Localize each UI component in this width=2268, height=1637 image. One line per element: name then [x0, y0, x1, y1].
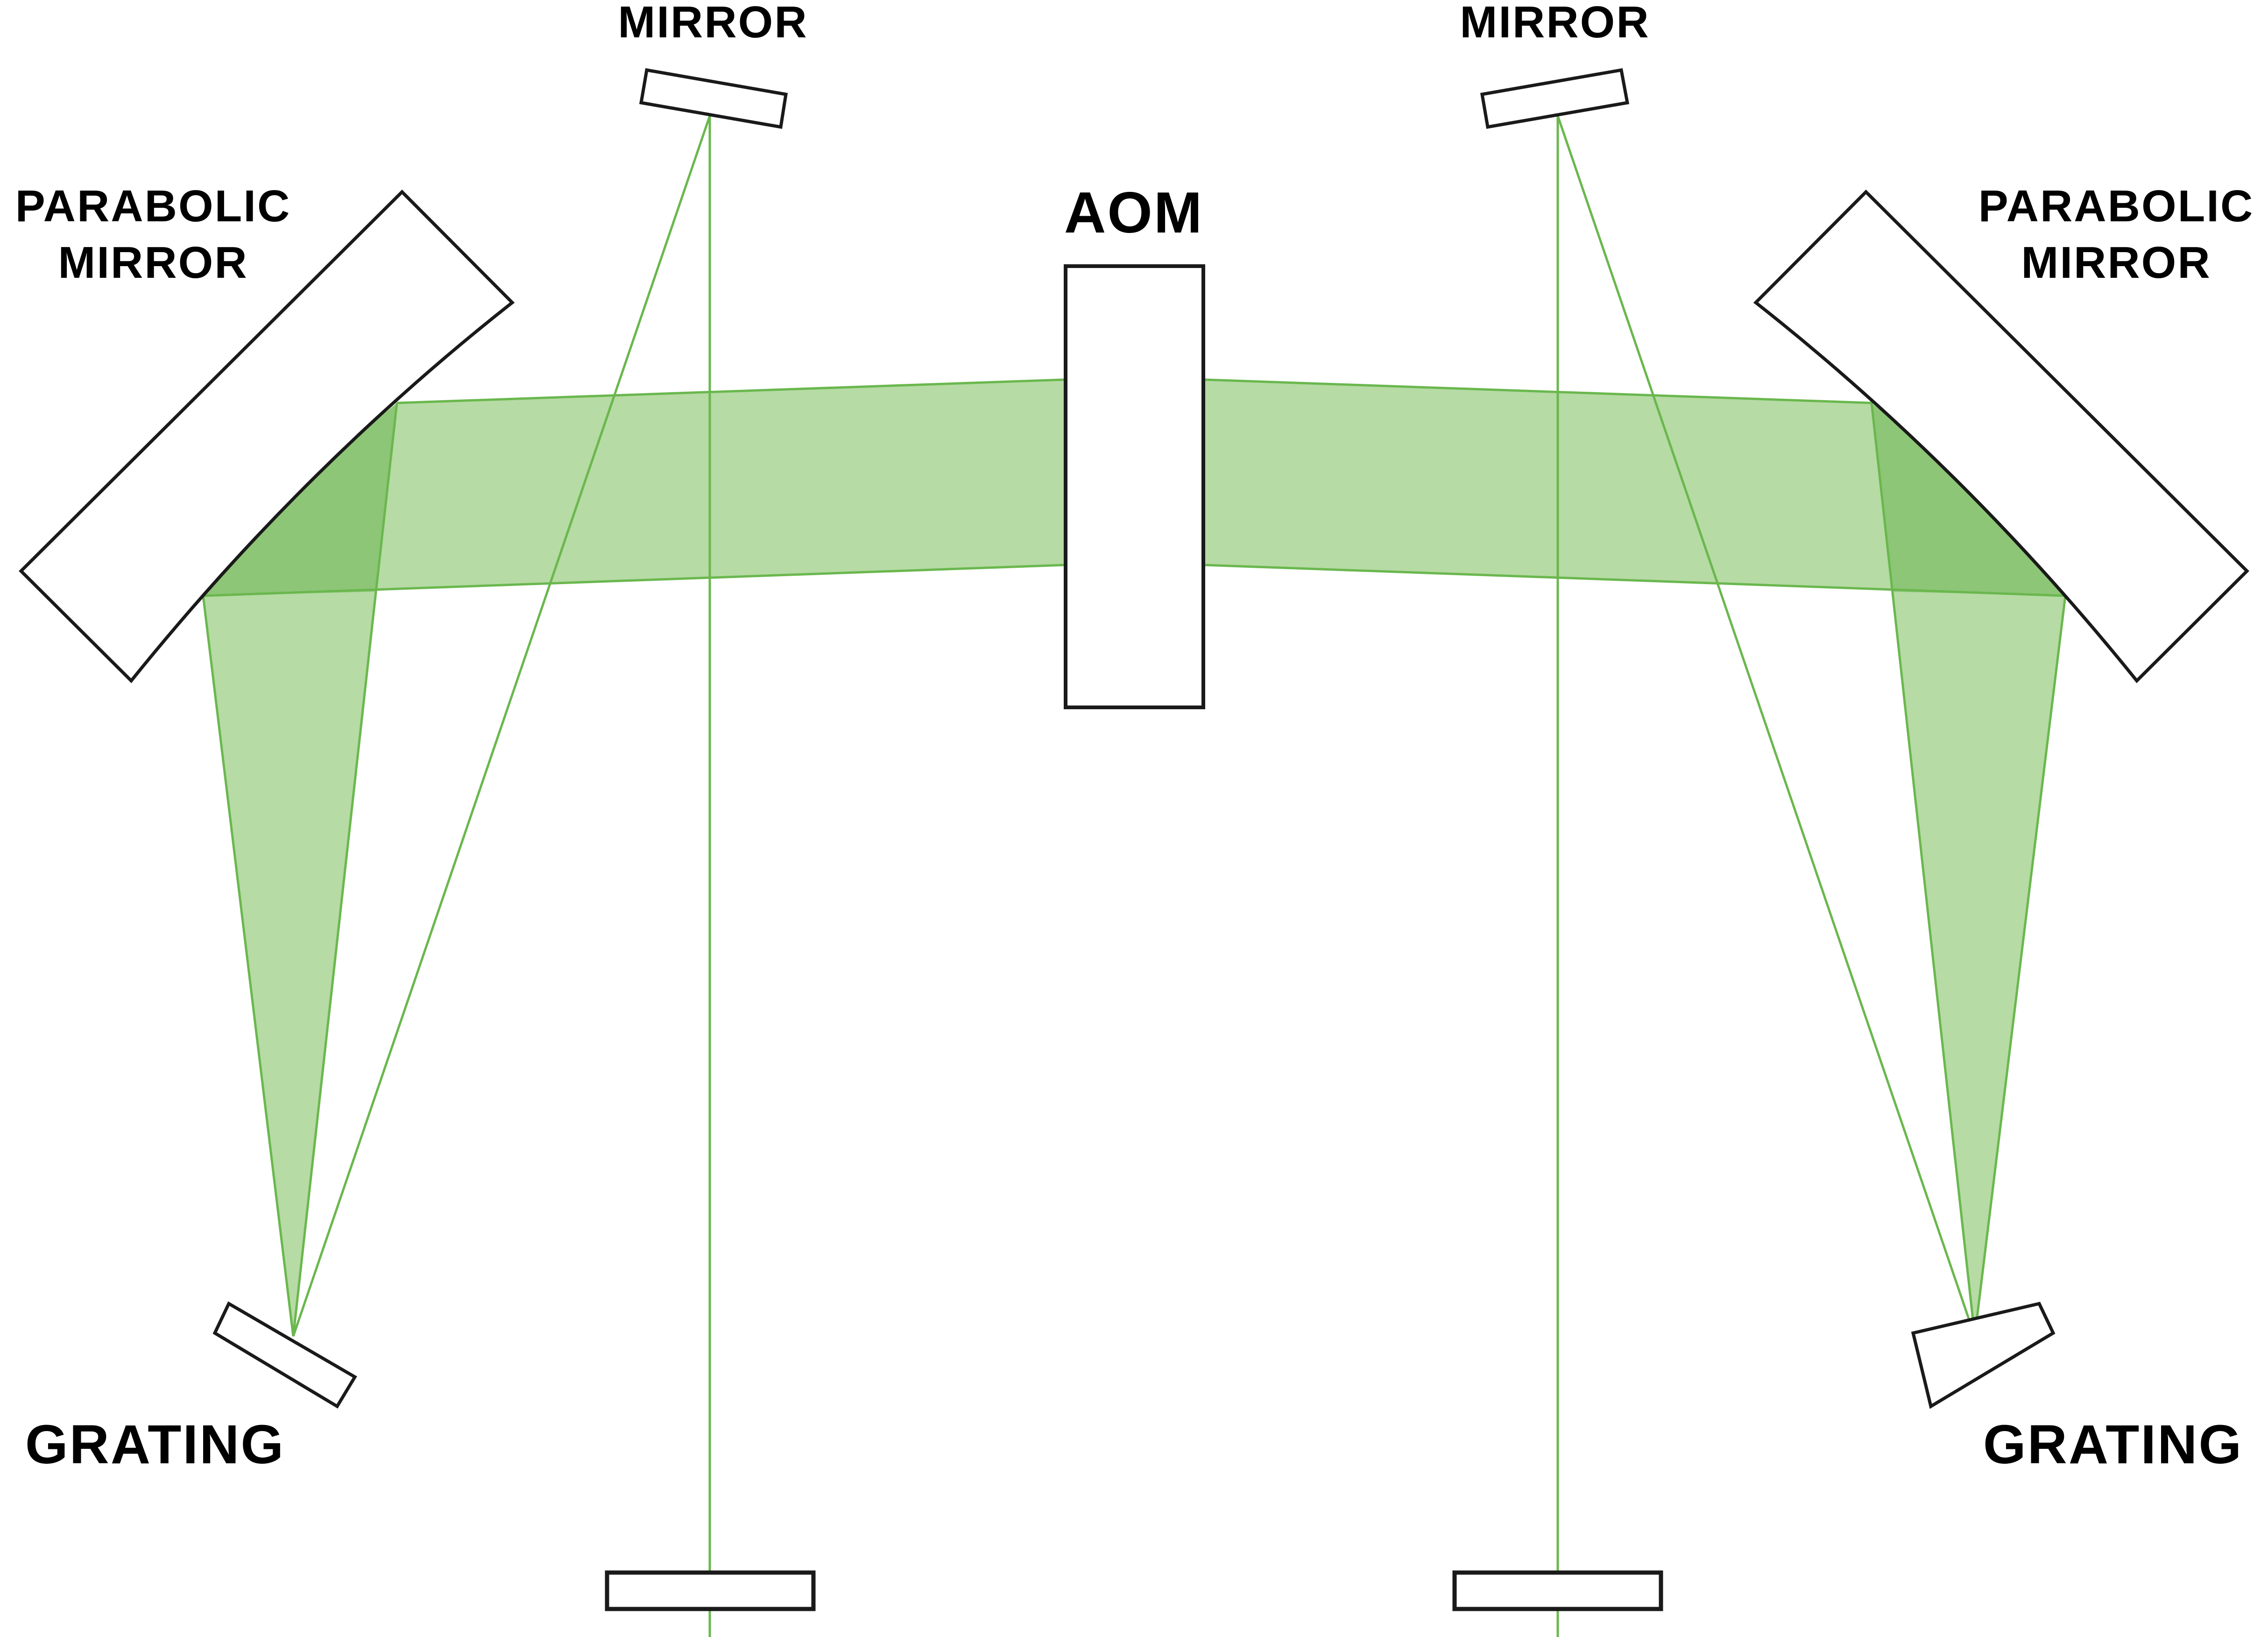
right-overlap-region [1872, 403, 2065, 596]
label-grating-left: GRATING [25, 1414, 285, 1475]
right-beam-cone [1872, 403, 2065, 1336]
left-grating [212, 1301, 357, 1409]
left-mirror [639, 68, 788, 129]
left-band-bottom-edge [203, 564, 1066, 597]
beam-fills [203, 380, 2065, 1336]
left-mirror-to-grating-beam [292, 115, 711, 1337]
right-parabolic-mirror [1753, 190, 2249, 684]
right-band-top-edge [1203, 378, 1872, 404]
left-beam-cone [203, 403, 397, 1336]
right-cone-edge-a [1973, 595, 2067, 1337]
left-overlap-region [203, 403, 397, 596]
left-collimated-band [203, 380, 1066, 596]
label-grating-right: GRATING [1983, 1414, 2243, 1475]
left-cone-edge-a [202, 595, 295, 1337]
beam-lines [202, 115, 2067, 1637]
labels: MIRROR MIRROR PARABOLIC MIRROR PARABOLIC… [15, 0, 2254, 1475]
left-parabolic-mirror [19, 190, 515, 684]
left-bottom-mirror [605, 1570, 816, 1611]
right-collimated-band [1203, 380, 2065, 596]
right-bottom-mirror [1452, 1570, 1663, 1611]
label-mirror-right: MIRROR [1460, 0, 1650, 47]
label-parabolic-left-line1: PARABOLIC [15, 181, 291, 231]
aom-crystal [1064, 264, 1205, 709]
label-mirror-left: MIRROR [618, 0, 808, 47]
optics [19, 68, 2249, 1611]
right-grating [1911, 1301, 2056, 1409]
left-band-top-edge [396, 378, 1066, 404]
label-aom: AOM [1064, 181, 1203, 245]
label-parabolic-right-line2: MIRROR [2021, 238, 2211, 288]
left-cone-edge-b [292, 402, 398, 1337]
right-mirror-to-grating-beam [1556, 115, 1976, 1337]
label-parabolic-right-line1: PARABOLIC [1978, 181, 2254, 231]
right-cone-edge-b [1870, 402, 1976, 1337]
right-band-bottom-edge [1203, 564, 2066, 597]
right-mirror [1480, 68, 1630, 129]
label-parabolic-left-line2: MIRROR [58, 238, 248, 288]
